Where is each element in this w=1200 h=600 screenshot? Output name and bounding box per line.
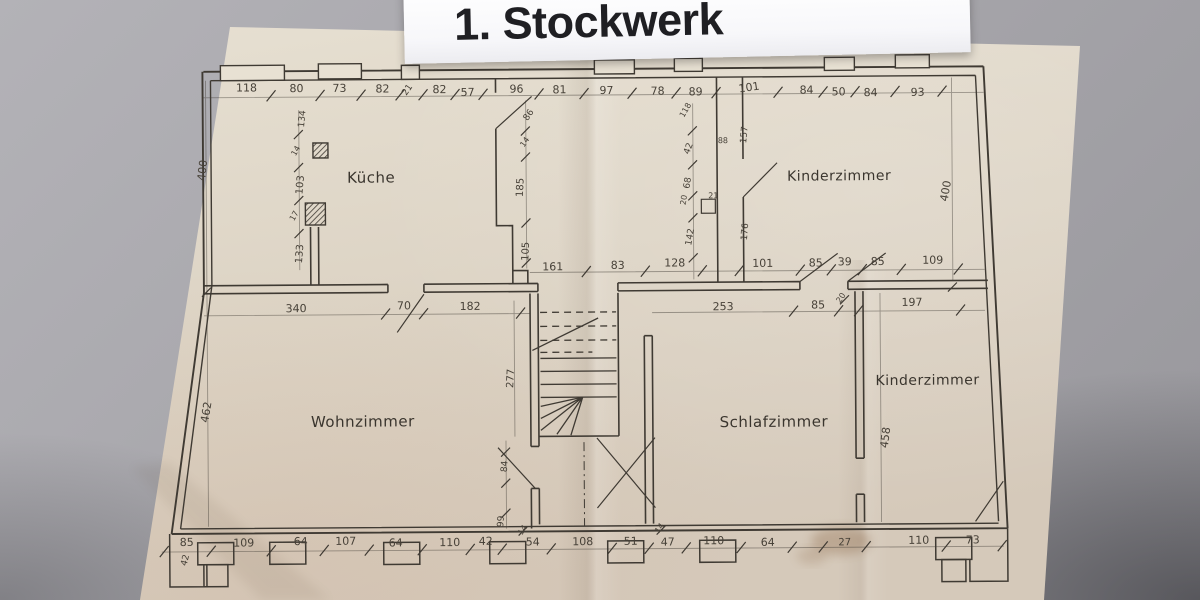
exterior-walls xyxy=(170,65,1009,535)
dimension-label: 51 xyxy=(624,535,638,548)
dimension-label: 97 xyxy=(599,84,613,97)
dimension-label: 103 xyxy=(294,175,306,195)
dimension-label: 277 xyxy=(505,369,517,389)
dimension-label: 14 xyxy=(289,144,302,157)
dimension-label: 83 xyxy=(611,259,625,272)
bottom-pedestals xyxy=(168,528,1009,588)
dimension-label: 68 xyxy=(682,176,694,189)
dimension-label: 81 xyxy=(552,83,566,96)
dimension-label: 78 xyxy=(650,85,664,98)
dimension-label: 73 xyxy=(332,82,346,95)
dimension-label: 17 xyxy=(288,209,301,222)
staircase xyxy=(532,311,617,527)
dimension-label: 400 xyxy=(938,180,954,203)
dimension-label: 42 xyxy=(479,535,493,548)
dimension-label: 253 xyxy=(713,300,734,313)
stain xyxy=(811,527,871,555)
dimension-label: 88 xyxy=(718,136,728,145)
dimension-label: 20 xyxy=(679,194,690,206)
dimension-label: 85 xyxy=(180,536,194,549)
dimension-label: 27 xyxy=(838,537,851,548)
dimension-label: 134 xyxy=(297,110,308,128)
dimension-label: 42 xyxy=(180,554,193,568)
dimension-label: 70 xyxy=(397,299,411,312)
dimension-label: 85 xyxy=(809,256,823,269)
dimension-lines xyxy=(161,77,1004,553)
floor-title: 1. Stockwerk xyxy=(453,0,724,50)
dimension-label: 118 xyxy=(236,81,257,94)
dimension-label: 82 xyxy=(432,83,446,96)
dimension-label: 73 xyxy=(966,533,980,546)
dimension-label: 39 xyxy=(838,255,852,268)
dimension-label: 64 xyxy=(389,536,403,549)
room-label: Wohnzimmer xyxy=(311,412,415,431)
dimension-label: 182 xyxy=(459,300,480,313)
exterior-walls-inner xyxy=(179,74,1000,530)
dimension-label: 54 xyxy=(526,535,540,548)
dimension-label: 85 xyxy=(871,255,885,268)
middle-wall xyxy=(203,279,988,295)
door-swings xyxy=(396,96,1004,522)
dimension-label: 101 xyxy=(738,80,761,96)
top-windows xyxy=(219,53,931,82)
dimension-label: 109 xyxy=(922,254,943,267)
dimension-label: 108 xyxy=(572,535,593,548)
room-label: Kinderzimmer xyxy=(875,372,979,389)
room-label: Schlafzimmer xyxy=(720,412,829,431)
dimension-label: 82 xyxy=(375,82,389,95)
dimension-label: 110 xyxy=(908,534,929,547)
dimension-label: 85 xyxy=(811,298,825,311)
dimension-label: 21 xyxy=(708,191,718,200)
paper-crease xyxy=(558,40,622,600)
dimension-ticks xyxy=(159,85,1008,558)
dimension-label: 197 xyxy=(901,296,922,309)
dimension-label: 64 xyxy=(761,536,775,549)
dimension-labels: 118 80 73 82 21 82 57 96 81 97 78 89 101 84 50 84 93 400 4… xyxy=(180,80,980,568)
dimension-label: 101 xyxy=(752,257,773,270)
room-label: Kinderzimmer xyxy=(787,168,891,185)
paper-sheet xyxy=(132,27,1080,600)
stairs-dashed-treads xyxy=(540,311,617,354)
dimension-label: 84 xyxy=(799,84,813,97)
dimension-label: 340 xyxy=(286,302,307,315)
dimension-label: 57 xyxy=(461,86,475,99)
dimension-label: 458 xyxy=(878,426,894,449)
stain xyxy=(797,548,827,564)
dimension-label: 96 xyxy=(509,83,523,96)
chimney-hatched xyxy=(304,202,327,226)
dimension-label: 64 xyxy=(294,535,308,548)
dimension-label: 142 xyxy=(684,228,697,247)
section-centerline xyxy=(583,442,586,527)
dimension-label: 400 xyxy=(195,159,210,181)
dimension-label: 105 xyxy=(520,242,532,262)
dimension-label: 157 xyxy=(739,126,750,144)
dimension-label: 109 xyxy=(233,536,254,549)
dimension-label: 84 xyxy=(864,86,878,99)
dimension-label: 47 xyxy=(661,535,675,548)
dimension-label: 110 xyxy=(703,534,724,547)
dimension-label: 93 xyxy=(911,86,925,99)
dimension-label: 161 xyxy=(542,260,563,273)
dimension-label: 42 xyxy=(682,142,695,156)
dimension-label: 50 xyxy=(832,85,846,98)
dimension-label: 110 xyxy=(439,536,460,549)
dimension-label: 176 xyxy=(740,223,751,241)
dimension-label: 128 xyxy=(664,256,685,269)
dimension-label: 89 xyxy=(689,85,703,98)
dimension-label: 185 xyxy=(515,178,527,198)
paper-crease xyxy=(132,462,330,600)
dimension-label: 99 xyxy=(496,515,507,527)
dimension-label: 80 xyxy=(289,82,303,95)
chimney-hatched xyxy=(312,142,329,159)
dimension-label: 84 xyxy=(500,460,511,472)
dimension-label: 133 xyxy=(294,244,306,264)
closet-nook xyxy=(700,198,717,214)
dimension-label: 462 xyxy=(198,401,214,424)
dimension-label: 107 xyxy=(335,535,356,548)
room-label: Küche xyxy=(347,168,395,186)
